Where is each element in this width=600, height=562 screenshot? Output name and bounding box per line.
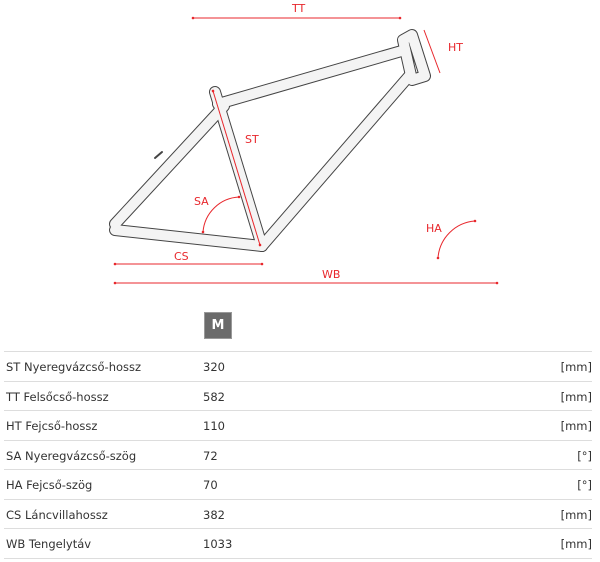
row-value: 72 <box>203 448 218 463</box>
ha-angle-arc <box>436 219 477 260</box>
table-row: WB Tengelytáv 1033 [mm] <box>4 529 592 559</box>
row-value: 382 <box>203 507 225 522</box>
sa-angle-arc <box>201 195 241 234</box>
row-label: SA Nyeregvázcső-szög <box>6 448 137 463</box>
st-dimension-line <box>211 89 262 247</box>
row-unit: [mm] <box>560 360 592 374</box>
ht-dimension-line <box>423 29 441 74</box>
row-unit: [mm] <box>560 507 592 522</box>
row-value: 70 <box>203 478 218 492</box>
size-column-header-m: M <box>204 312 232 339</box>
row-unit: [mm] <box>560 537 592 551</box>
wb-label: WB <box>322 268 340 281</box>
st-label: ST <box>245 133 259 146</box>
row-unit: [mm] <box>560 419 592 433</box>
bike-frame-geometry-diagram: TT HT ST SA HA CS WB <box>109 2 499 285</box>
row-value: 1033 <box>203 537 233 551</box>
table-row: ST Nyeregvázcső-hossz 320 [mm] <box>4 352 592 382</box>
row-label: TT Felsőcső-hossz <box>6 389 109 404</box>
row-label: ST Nyeregvázcső-hossz <box>6 360 142 374</box>
ht-label: HT <box>448 41 463 54</box>
row-unit: [mm] <box>560 389 592 404</box>
row-label: HT Fejcső-hossz <box>6 419 98 433</box>
frame-outline <box>109 29 431 252</box>
cs-label: CS <box>174 250 189 263</box>
row-value: 320 <box>203 360 225 374</box>
geometry-table: ST Nyeregvázcső-hossz 320 [mm] TT Felsőcső… <box>4 351 592 559</box>
tt-label: TT <box>291 2 306 15</box>
table-row: CS Láncvillahossz 382 [mm] <box>4 500 592 529</box>
row-value: 110 <box>203 419 225 433</box>
table-row: TT Felsőcső-hossz 582 [mm] <box>4 382 592 411</box>
row-value: 582 <box>203 389 225 404</box>
ha-label: HA <box>426 222 442 235</box>
row-label: WB Tengelytáv <box>6 537 92 551</box>
table-row: HA Fejcső-szög 70 [°] <box>4 470 592 500</box>
row-unit: [°] <box>577 478 592 492</box>
table-row: HT Fejcső-hossz 110 [mm] <box>4 411 592 441</box>
row-label: CS Láncvillahossz <box>6 507 108 522</box>
row-label: HA Fejcső-szög <box>6 478 93 492</box>
table-row: SA Nyeregvázcső-szög 72 [°] <box>4 441 592 470</box>
sa-label: SA <box>194 195 209 208</box>
row-unit: [°] <box>577 448 592 463</box>
